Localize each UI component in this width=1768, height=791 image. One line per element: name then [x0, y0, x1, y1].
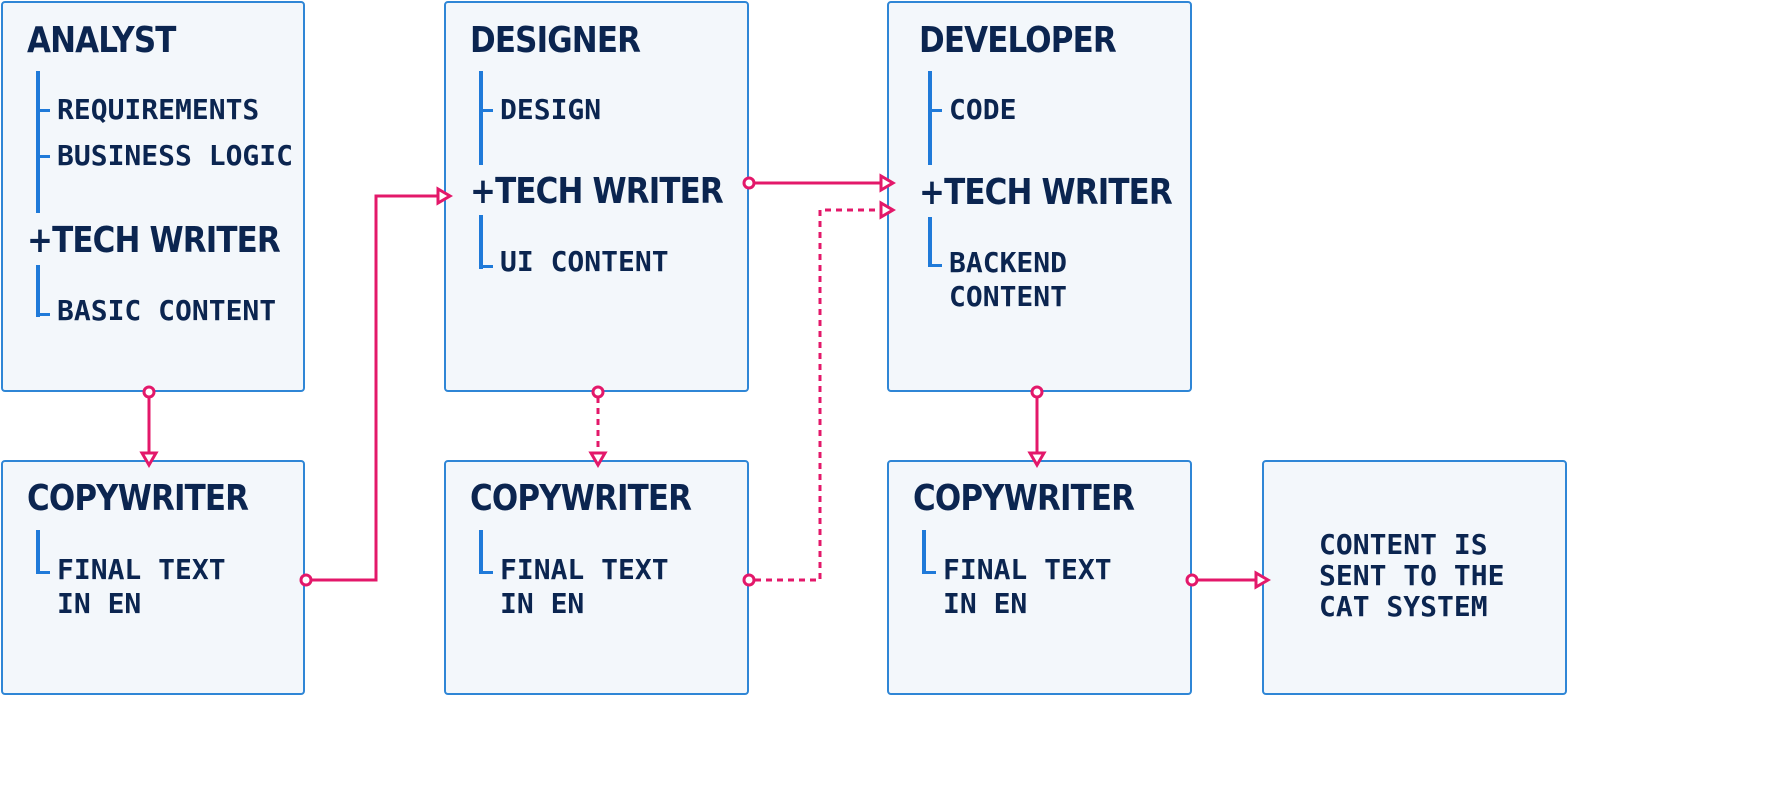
analyst-tree-branch-1 — [36, 109, 50, 112]
analyst-plus-title: +TECH WRITER — [27, 220, 281, 261]
developer-tree-branch-1 — [928, 109, 942, 112]
copywriter-3-tree-line — [922, 530, 926, 574]
analyst-item-requirements: REQUIREMENTS — [57, 93, 260, 126]
analyst-tree-branch-2 — [36, 155, 50, 158]
copywriter-3-tree-branch — [922, 571, 936, 574]
developer-item-code: CODE — [949, 93, 1017, 126]
designer-item-design: DESIGN — [500, 93, 602, 126]
copywriter-1-tree-line — [36, 530, 40, 574]
developer-plus-item: BACKEND CONTENT — [949, 246, 1068, 313]
designer-plus-title: +TECH WRITER — [470, 171, 724, 212]
designer-tree-branch-1 — [479, 109, 493, 112]
copywriter-3-title: COPYWRITER — [913, 478, 1135, 519]
developer-plus-tree-branch — [928, 264, 942, 267]
copywriter-1-item: FINAL TEXT IN EN — [57, 553, 226, 620]
copywriter-3-item: FINAL TEXT IN EN — [943, 553, 1112, 620]
developer-box: DEVELOPER CODE +TECH WRITER BACKEND CONT… — [887, 1, 1192, 392]
designer-title: DESIGNER — [470, 20, 641, 61]
copywriter-2-item: FINAL TEXT IN EN — [500, 553, 669, 620]
developer-title: DEVELOPER — [919, 20, 1117, 61]
copywriter-2-tree-branch — [479, 571, 493, 574]
copywriter-box-2: COPYWRITER FINAL TEXT IN EN — [444, 460, 749, 695]
connector-start-dot — [1030, 385, 1044, 399]
developer-plus-title: +TECH WRITER — [919, 172, 1173, 213]
arrowhead-right — [879, 200, 896, 220]
connector-start-dot — [591, 385, 605, 399]
arrowhead-right — [436, 186, 453, 206]
analyst-plus-tree-branch — [36, 313, 50, 316]
arrowhead-right — [1254, 570, 1271, 590]
connector-start-dot — [142, 385, 156, 399]
connector-start-dot — [742, 573, 756, 587]
connector-copywriter1-designer — [312, 194, 438, 582]
connector-start-dot — [299, 573, 313, 587]
developer-plus-tree-line — [928, 217, 932, 267]
designer-plus-item: UI CONTENT — [500, 245, 669, 278]
arrowhead-down — [1027, 451, 1047, 468]
copywriter-1-tree-branch — [36, 571, 50, 574]
copywriter-box-1: COPYWRITER FINAL TEXT IN EN — [1, 460, 305, 695]
analyst-item-business-logic: BUSINESS LOGIC — [57, 139, 294, 172]
designer-tree-line — [479, 71, 483, 165]
analyst-title: ANALYST — [27, 20, 176, 61]
copywriter-2-tree-line — [479, 530, 483, 574]
designer-box: DESIGNER DESIGN +TECH WRITER UI CONTENT — [444, 1, 749, 392]
connector-copywriter2-developer-dashed — [755, 208, 881, 582]
connector-start-dot — [742, 176, 756, 190]
analyst-plus-tree-line — [36, 265, 40, 317]
arrowhead-down — [588, 451, 608, 468]
copywriter-box-3: COPYWRITER FINAL TEXT IN EN — [887, 460, 1192, 695]
copywriter-1-title: COPYWRITER — [27, 478, 249, 519]
cat-system-box: CONTENT IS SENT TO THE CAT SYSTEM — [1262, 460, 1567, 695]
analyst-tree-line — [36, 71, 40, 213]
copywriter-2-title: COPYWRITER — [470, 478, 692, 519]
connector-start-dot — [1185, 573, 1199, 587]
developer-tree-line — [928, 71, 932, 165]
arrowhead-right — [879, 173, 896, 193]
cat-system-text: CONTENT IS SENT TO THE CAT SYSTEM — [1319, 528, 1505, 623]
analyst-box: ANALYST REQUIREMENTS BUSINESS LOGIC +TEC… — [1, 1, 305, 392]
analyst-plus-item: BASIC CONTENT — [57, 294, 277, 327]
designer-plus-tree-branch — [479, 265, 493, 268]
arrowhead-down — [139, 451, 159, 468]
designer-plus-tree-line — [479, 215, 483, 269]
